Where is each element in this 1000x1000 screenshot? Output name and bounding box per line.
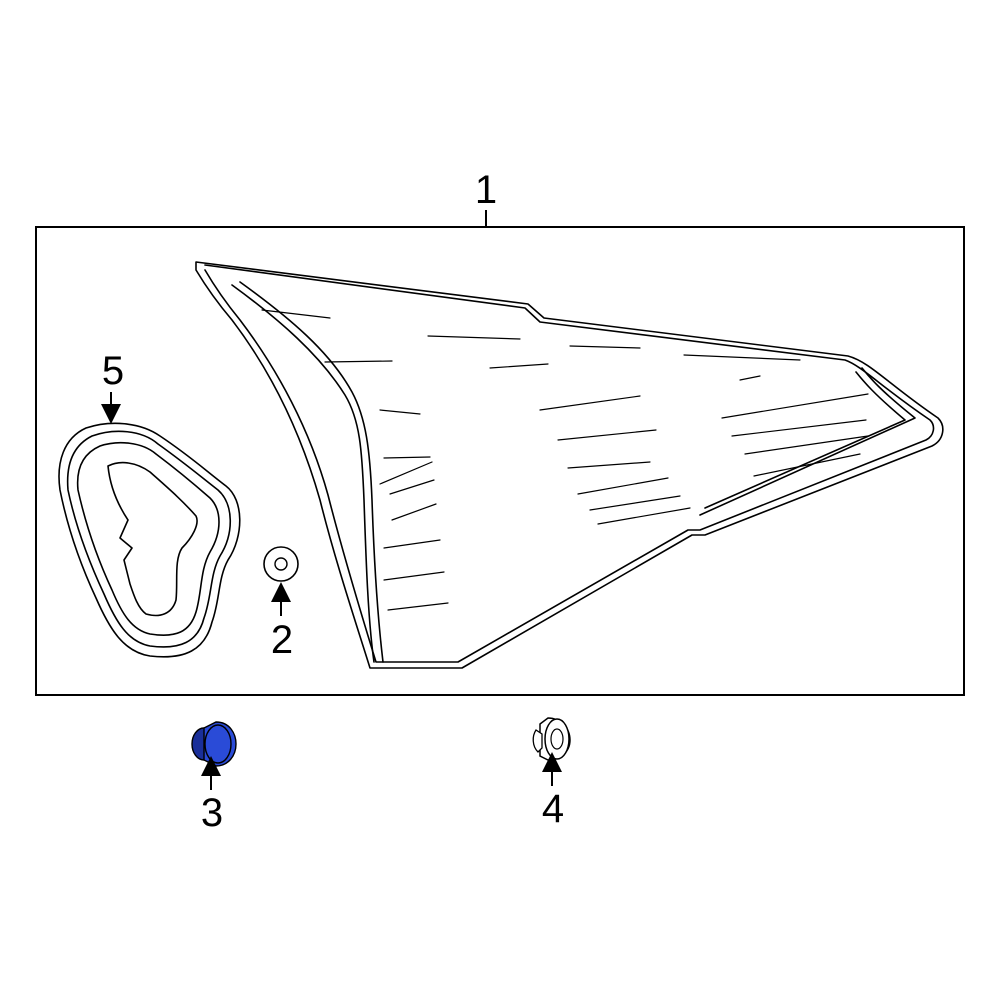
callout-1-label: 1 bbox=[475, 168, 497, 212]
callout-5: 5 bbox=[101, 349, 124, 424]
callout-4-label: 4 bbox=[542, 787, 564, 831]
washer bbox=[263, 546, 299, 582]
callout-3: 3 bbox=[201, 756, 223, 835]
callout-3-label: 3 bbox=[201, 791, 223, 835]
tail-lamp-housing bbox=[195, 261, 944, 669]
callout-1: 1 bbox=[475, 168, 497, 227]
assembly-frame bbox=[35, 226, 965, 696]
clip-nut bbox=[532, 717, 571, 761]
nut-highlighted bbox=[191, 721, 237, 767]
callout-4: 4 bbox=[542, 752, 564, 831]
callout-2: 2 bbox=[271, 582, 293, 662]
lamp-lens-lines bbox=[261, 309, 869, 611]
callout-5-label: 5 bbox=[102, 349, 124, 393]
callout-2-label: 2 bbox=[271, 618, 293, 662]
gasket bbox=[58, 422, 241, 658]
